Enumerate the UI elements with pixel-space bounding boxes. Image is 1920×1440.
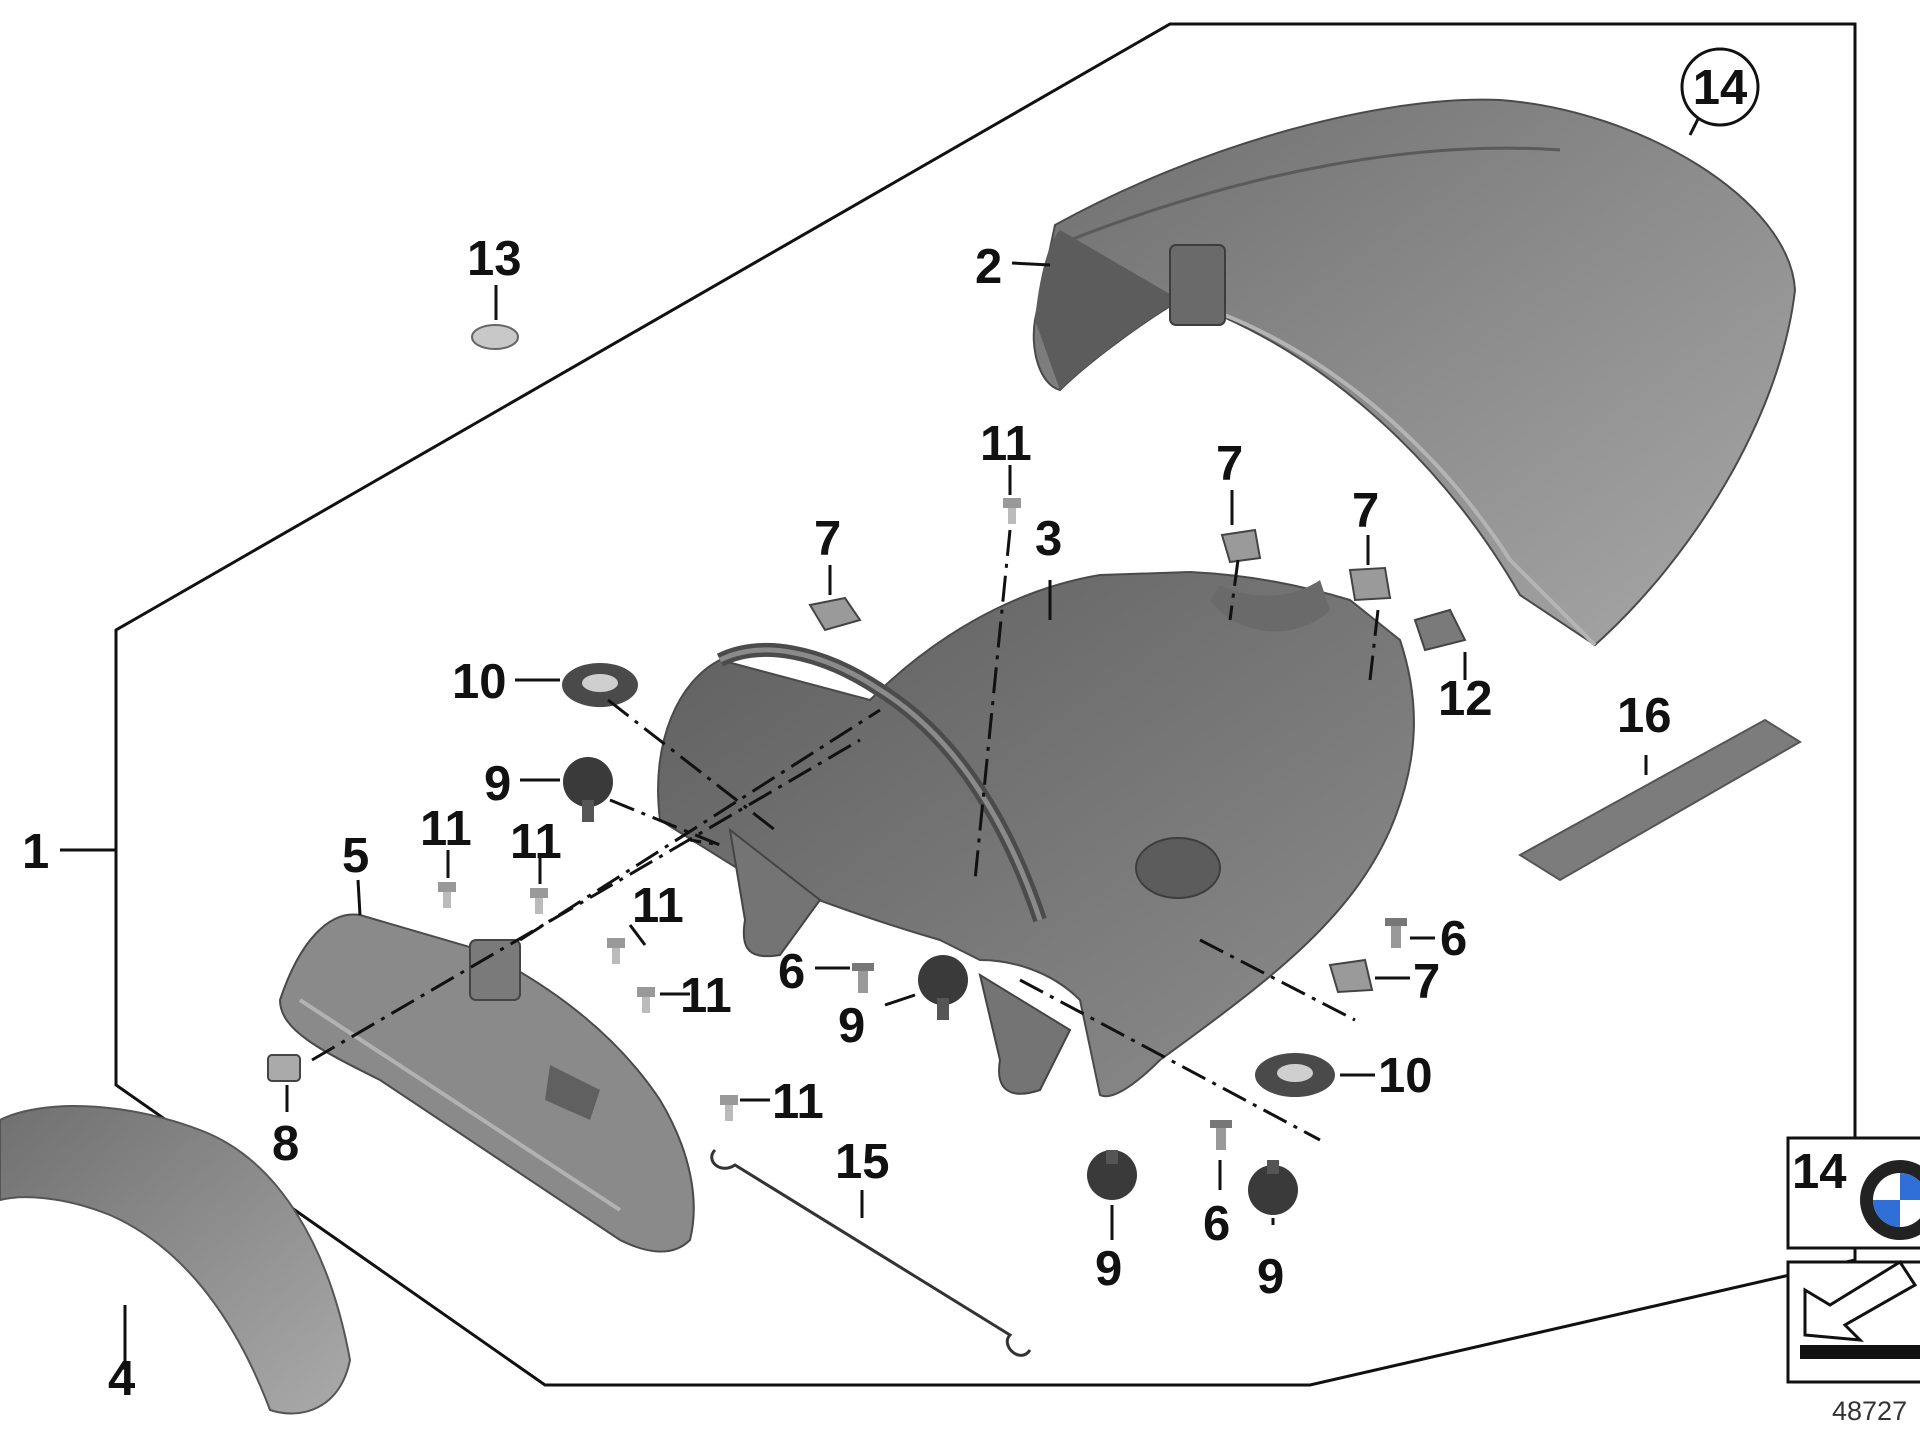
kit-circle (1680, 47, 1760, 127)
part-label-6c: 6 (1203, 1197, 1230, 1251)
clip-nut-a (808, 596, 862, 632)
part-label-13: 13 (467, 232, 522, 286)
assembly-line (311, 738, 861, 1062)
assembly-line (1228, 559, 1240, 621)
part-label-10a: 10 (452, 655, 507, 709)
inner-side-panel (278, 913, 695, 1253)
assembly-line (1368, 609, 1380, 681)
part-label-2: 2 (975, 240, 1002, 294)
part-label-11e: 11 (680, 969, 732, 1023)
assembly-line (519, 708, 881, 942)
screw-11e (637, 987, 655, 1013)
assembly-line (609, 798, 721, 847)
clip-nut-12 (1413, 608, 1467, 652)
part-label-10b: 10 (1378, 1049, 1433, 1103)
part-label-3: 3 (1035, 512, 1062, 566)
legend-box: 14 (1786, 1136, 1920, 1384)
screw-6a (852, 963, 874, 993)
bmw-logo-icon (1860, 1160, 1920, 1240)
part-label-6b: 6 (1440, 912, 1467, 966)
clip-nut-c (1348, 566, 1392, 602)
screw-11f (720, 1095, 738, 1121)
cable (710, 1148, 1032, 1357)
part-label-6a: 6 (778, 945, 805, 999)
clip-nut-b (1220, 528, 1262, 564)
part-label-7a: 7 (814, 512, 841, 566)
part-label-9a: 9 (484, 757, 511, 811)
part-label-5: 5 (342, 829, 369, 883)
screw-11a (1003, 498, 1021, 524)
assembly-line (1199, 938, 1356, 1022)
screw-11d (607, 938, 625, 964)
assembly-outline (114, 22, 1857, 1387)
part-label-12: 12 (1438, 672, 1493, 726)
leader-5 (356, 879, 362, 916)
part-label-11c: 11 (510, 815, 562, 869)
part-label-11a: 11 (980, 417, 1032, 471)
screw-6b (1385, 918, 1407, 948)
rubber-buffer-b (918, 955, 968, 1020)
assembly-line (1019, 978, 1321, 1142)
part-label-4: 4 (108, 1352, 135, 1406)
part-label-11d: 11 (632, 879, 684, 933)
washer (471, 324, 519, 350)
part-label-9b: 9 (838, 999, 865, 1053)
part-label-7d: 7 (1413, 955, 1440, 1009)
part-label-8: 8 (272, 1117, 299, 1171)
side-trim-pad (0, 1105, 352, 1415)
clip-nut-d (1328, 958, 1374, 994)
part-label-14: 14 (1693, 61, 1748, 115)
part-label-11f: 11 (772, 1075, 824, 1129)
grommet-lower (1255, 1053, 1335, 1097)
clip-8 (267, 1054, 301, 1082)
screw-11c (530, 888, 548, 914)
rubber-buffer-d (1248, 1160, 1298, 1215)
top-case-cover-shell (1032, 98, 1797, 647)
part-label-15: 15 (835, 1135, 890, 1189)
screw-6c (1210, 1120, 1232, 1150)
grommet-upper (562, 663, 638, 707)
leader-2 (1011, 261, 1051, 267)
screw-11b (438, 882, 456, 908)
rubber-buffer-c (1087, 1150, 1137, 1200)
diagram-id: 48727 (1832, 1396, 1907, 1426)
part-label-1: 1 (22, 825, 49, 879)
part-label-7c: 7 (1352, 484, 1379, 538)
assembly-line (973, 529, 1012, 881)
arrow-icon (1800, 1259, 1920, 1359)
part-label-11b: 11 (420, 802, 472, 856)
top-case-base-frame (657, 570, 1415, 1098)
part-label-16: 16 (1617, 689, 1672, 743)
leader-9b (884, 993, 916, 1007)
rubber-buffer-a (563, 757, 613, 822)
assembly-line (607, 698, 776, 832)
part-label-9d: 9 (1257, 1250, 1284, 1304)
adhesive-strip (1518, 718, 1802, 882)
leader-11d (628, 924, 647, 946)
part-label-7b: 7 (1216, 437, 1243, 491)
legend-kit-number: 14 (1792, 1145, 1847, 1199)
part-label-9c: 9 (1095, 1242, 1122, 1296)
